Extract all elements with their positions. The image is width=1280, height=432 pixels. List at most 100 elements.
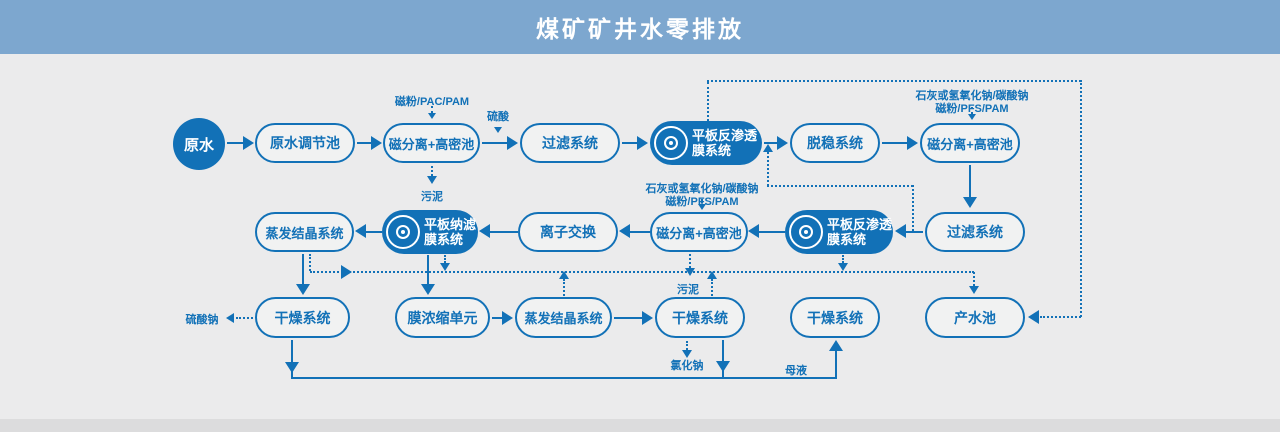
footer-strip [0, 419, 1280, 432]
loop-ro1-up [707, 82, 709, 121]
arrowhead [559, 271, 569, 279]
arrow-filter1-to-ro1 [622, 142, 639, 144]
arrowhead [226, 313, 234, 323]
arrow-rawwater-to-pool [227, 142, 244, 144]
arrowhead [341, 265, 352, 279]
node-label: 干燥系统 [672, 309, 728, 326]
page-title: 煤矿矿井水零排放 [536, 16, 744, 42]
node-label: 蒸发结晶系统 [265, 225, 344, 241]
node-label: 产水池 [954, 309, 996, 326]
stub-sodium-sulfate [236, 317, 253, 319]
node-label: 磁分离+高密池 [388, 136, 475, 152]
arrowhead [479, 224, 490, 238]
arrow-magsep3-to-ionexchange [630, 231, 650, 233]
node-destabilization: 脱稳系统 [790, 123, 880, 163]
node-label: 膜浓缩单元 [407, 309, 478, 326]
node-label: 干燥系统 [807, 309, 863, 326]
arrow-membraneconc-to-evap2 [492, 317, 504, 319]
node-ion-exchange: 离子交换 [518, 212, 618, 252]
arrowhead [777, 136, 788, 150]
loop-top [707, 80, 1081, 82]
node-label-line1: 平板纳滤 [424, 217, 477, 232]
arrowhead [838, 263, 848, 271]
node-dryer-1: 干燥系统 [255, 297, 350, 338]
node-dryer-2: 干燥系统 [655, 297, 745, 338]
label-sodium-sulfate: 硫酸钠 [185, 314, 219, 326]
arrowhead [507, 136, 518, 150]
recycle-horizontal [767, 185, 913, 187]
arrow-destab-to-magsep2 [882, 142, 909, 144]
arrowhead [642, 311, 653, 325]
node-magsep-3: 磁分离+高密池 [650, 212, 748, 252]
arrow-magsep1-to-filter1 [482, 142, 509, 144]
stub-dosing-3 [701, 199, 703, 204]
node-label: 过滤系统 [947, 224, 1003, 240]
membrane-disc-icon [654, 126, 688, 160]
node-nanofiltration: 平板纳滤膜系统 [382, 210, 478, 254]
label-dosing-1: 磁粉/PAC/PAM [394, 96, 470, 108]
arrow-ionexchange-to-nf [490, 231, 518, 233]
stub-dosing-2 [971, 107, 973, 114]
label-mother-liquor: 母液 [785, 365, 807, 377]
node-dryer-3: 干燥系统 [790, 297, 880, 338]
arrow-magsep2-to-filter2 [969, 165, 971, 198]
arrow-nf-to-membraneconc [427, 255, 429, 285]
node-raw-water: 原水 [173, 118, 225, 170]
node-label: 原水 [183, 136, 214, 154]
label-dosing-3-line1: 石灰或氢氧化钠/碳酸钠 [645, 183, 759, 195]
arrowhead [243, 136, 254, 150]
arrow-evap2-to-dryer2 [614, 317, 644, 319]
node-label: 干燥系统 [274, 309, 331, 326]
arrowhead [1028, 310, 1039, 324]
stub-dosing-1 [431, 106, 433, 113]
stub-collector-to-productpool [973, 272, 975, 286]
arrowhead [355, 224, 366, 238]
arrow-ro2-to-magsep3 [759, 231, 785, 233]
arrowhead [963, 197, 977, 208]
arrowhead [285, 362, 299, 373]
arrow-pool-to-magsep1 [357, 142, 373, 144]
arrowhead [829, 340, 843, 351]
title-bar: 煤矿矿井水零排放 [0, 0, 1280, 54]
node-membrane-concentration: 膜浓缩单元 [395, 297, 490, 338]
label-sulfuric-acid: 硫酸 [487, 111, 509, 123]
node-magsep-1: 磁分离+高密池 [383, 123, 480, 163]
arrowhead [969, 286, 979, 294]
membrane-disc-icon [386, 215, 420, 249]
line-dryer2-down [722, 340, 724, 378]
node-magsep-2: 磁分离+高密池 [920, 123, 1020, 163]
arrowhead [637, 136, 648, 150]
line-motherliquor-to-dryer3 [835, 345, 837, 378]
node-label-line2: 膜系统 [424, 232, 464, 247]
recycle-down [912, 185, 914, 231]
node-label: 磁分离+高密池 [927, 136, 1013, 152]
arrowhead [698, 204, 706, 210]
arrow-ro1-to-destab [764, 142, 779, 144]
stub-ro2-permeate [842, 255, 844, 263]
arrowhead [428, 113, 436, 119]
node-label: 离子交换 [540, 224, 596, 240]
node-regulating-pool: 原水调节池 [255, 123, 355, 163]
node-ro-2: 平板反渗透膜系统 [785, 210, 893, 254]
node-label: 脱稳系统 [807, 135, 863, 151]
label-sludge-1: 污泥 [421, 191, 443, 203]
label-sodium-chloride: 氯化钠 [670, 360, 704, 372]
node-label: 原水调节池 [270, 135, 340, 151]
node-label-line1: 平板反渗透 [827, 217, 893, 232]
arrowhead [707, 271, 717, 279]
arrowhead [763, 144, 773, 152]
line-dryer1-down [291, 340, 293, 378]
stub-sludge-2 [689, 254, 691, 268]
arrow-filter2-to-ro2 [906, 231, 923, 233]
node-filter-2: 过滤系统 [925, 212, 1025, 252]
arrowhead [427, 176, 437, 184]
node-label: 蒸发结晶系统 [524, 311, 603, 326]
label-sludge-2: 污泥 [677, 284, 699, 296]
stub-sludge-1 [431, 166, 433, 176]
stub-evap1-condensate [309, 254, 311, 271]
arrowhead [619, 224, 630, 238]
node-product-water-pool: 产水池 [925, 297, 1025, 338]
recycle-up [767, 152, 769, 186]
membrane-disc-icon [789, 215, 823, 249]
